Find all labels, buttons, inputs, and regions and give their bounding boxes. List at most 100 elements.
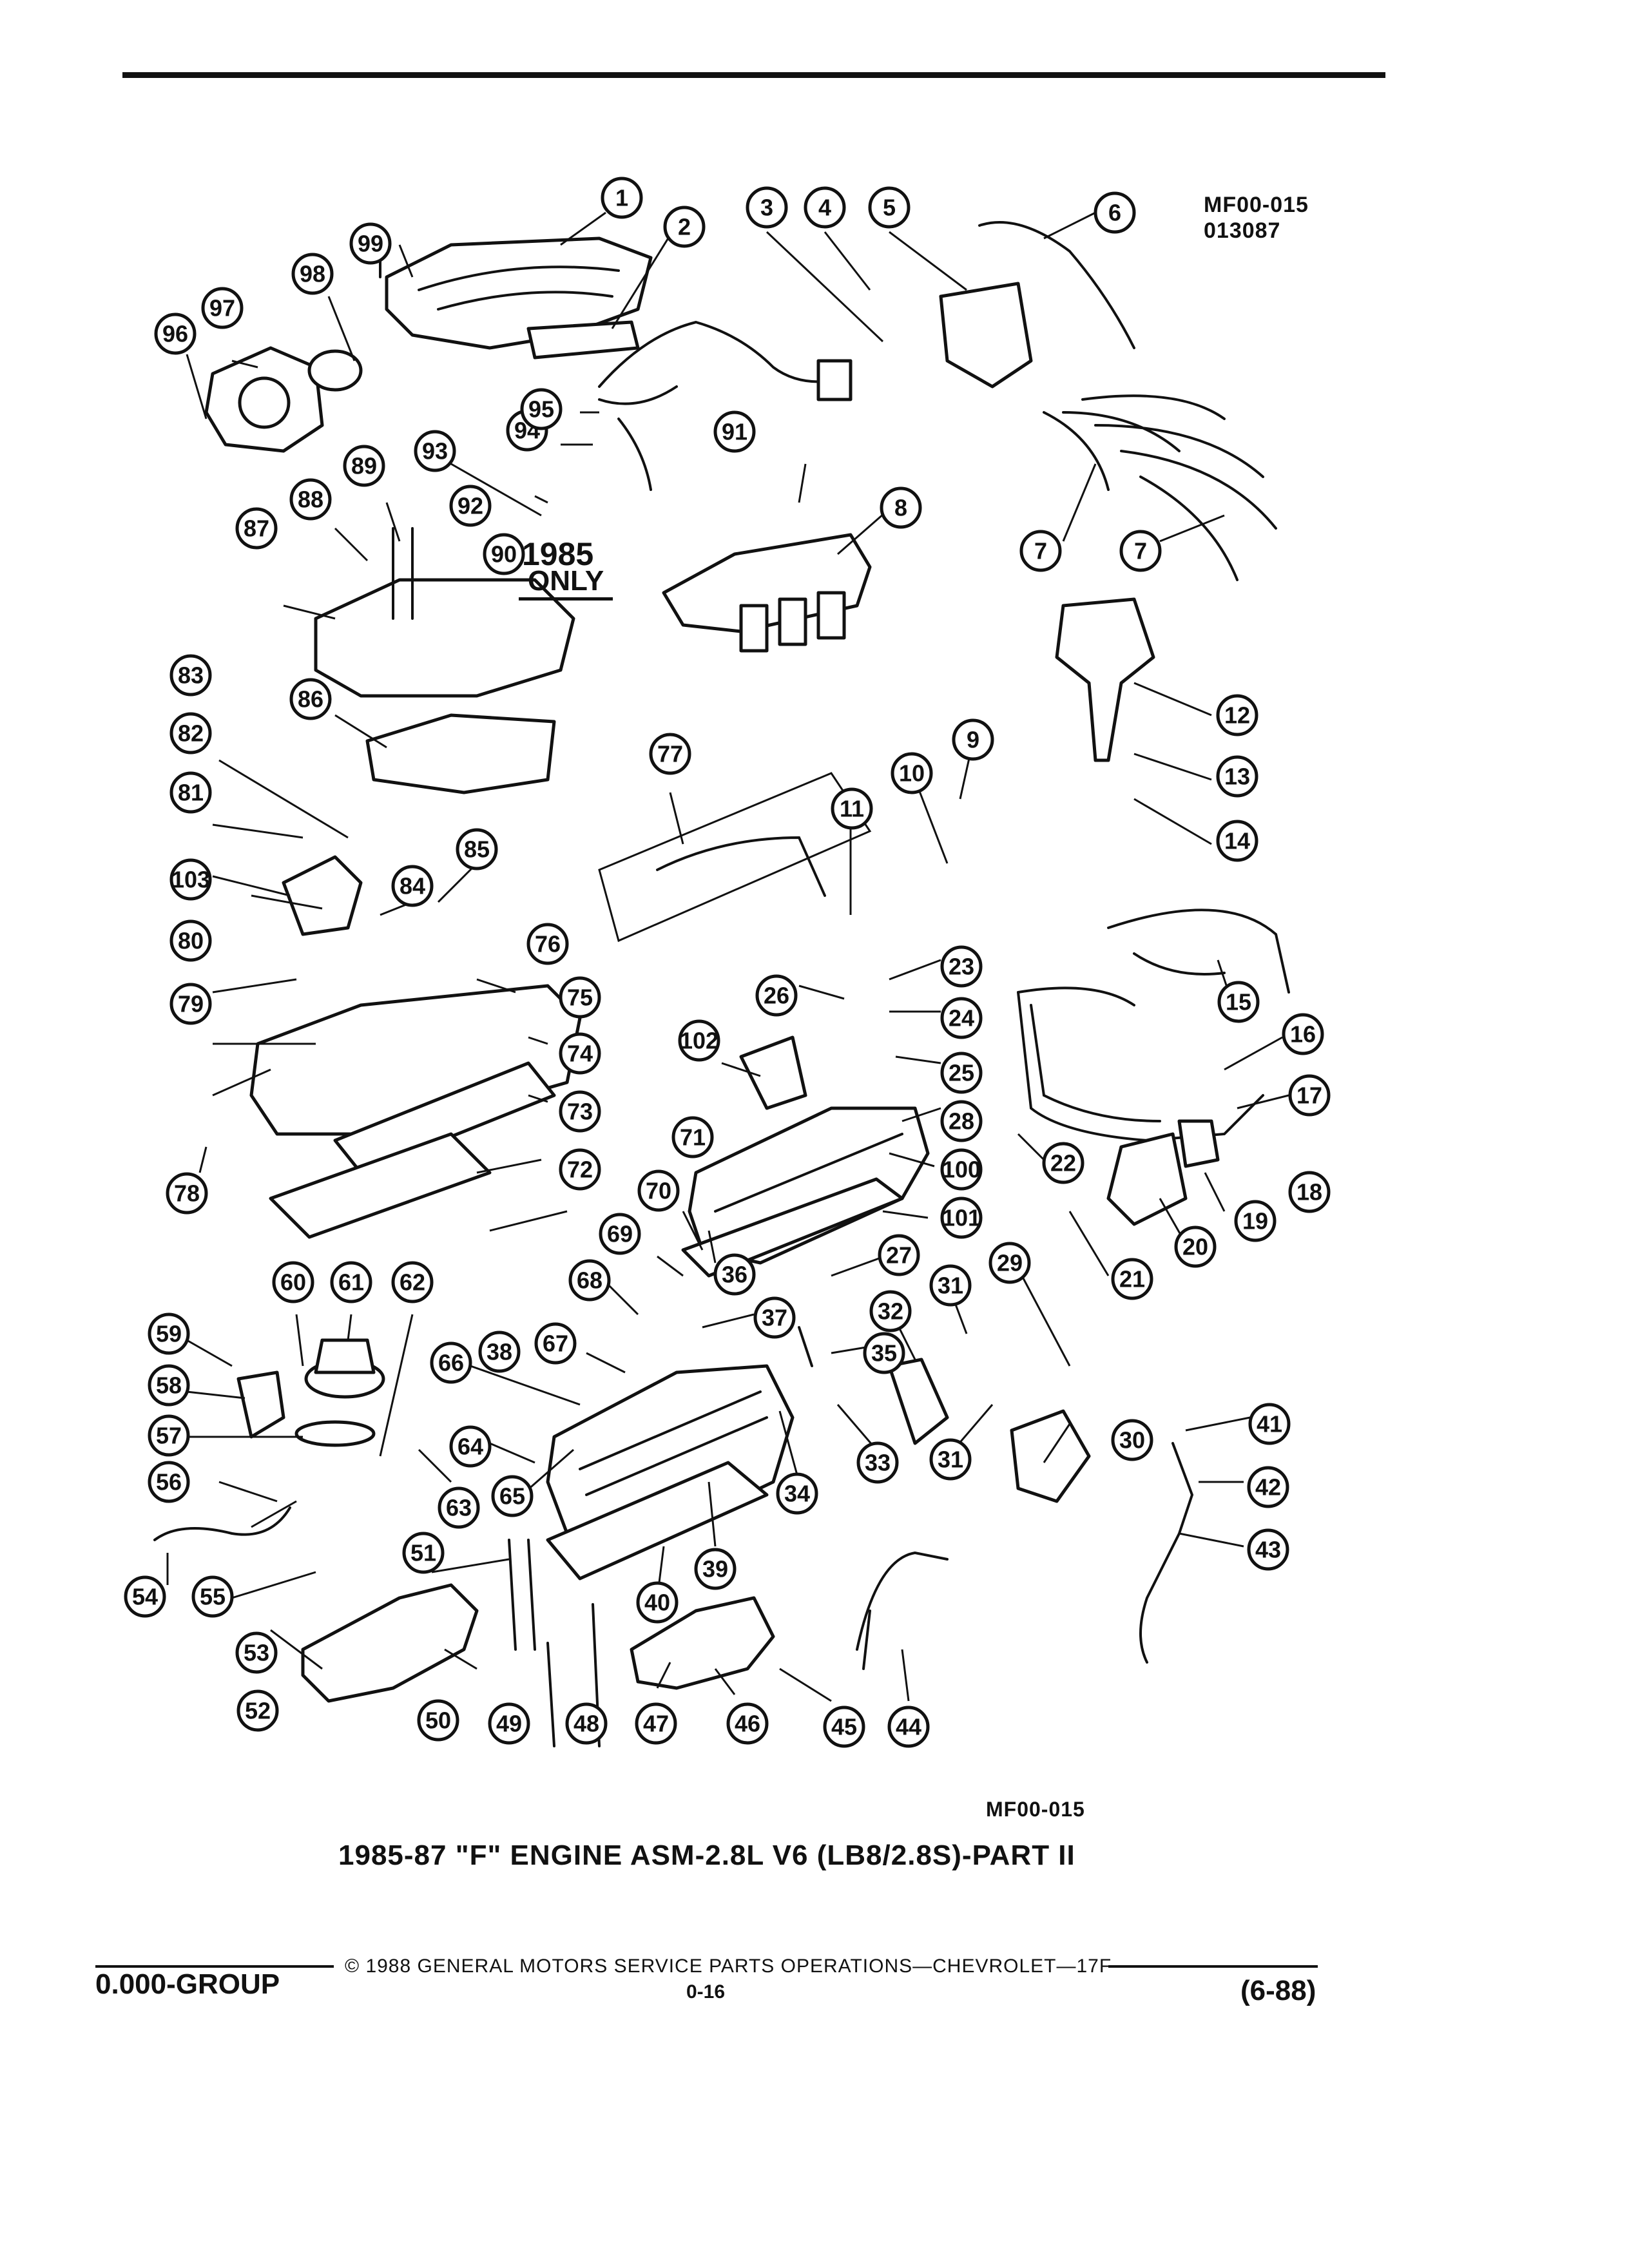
- callout-36: 36: [713, 1253, 756, 1296]
- callout-7a: 7: [1019, 530, 1062, 572]
- callout-32: 32: [869, 1290, 912, 1332]
- callout-31a: 31: [929, 1264, 972, 1307]
- svg-text:7: 7: [1134, 538, 1147, 564]
- revision-date: (6-88): [1240, 1975, 1316, 2006]
- callout-55: 55: [191, 1575, 234, 1618]
- callout-21: 21: [1111, 1258, 1153, 1300]
- svg-text:44: 44: [896, 1714, 921, 1740]
- plenum-gasket-shape: [526, 320, 640, 360]
- callout-24: 24: [940, 997, 983, 1039]
- callout-78: 78: [166, 1172, 208, 1215]
- callout-15: 15: [1217, 981, 1260, 1023]
- svg-text:55: 55: [200, 1584, 226, 1610]
- svg-text:56: 56: [156, 1469, 182, 1495]
- callout-26: 26: [755, 974, 798, 1017]
- svg-text:64: 64: [458, 1434, 483, 1460]
- callout-95: 95: [520, 388, 563, 430]
- callout-23: 23: [940, 945, 983, 988]
- svg-text:22: 22: [1050, 1150, 1076, 1177]
- callout-42a: 42: [1247, 1466, 1289, 1508]
- callout-77: 77: [649, 733, 691, 775]
- svg-text:20: 20: [1182, 1234, 1208, 1260]
- svg-text:2: 2: [678, 214, 691, 240]
- callout-9: 9: [952, 718, 994, 761]
- svg-text:99: 99: [358, 231, 383, 257]
- svg-text:12: 12: [1224, 702, 1250, 729]
- svg-text:26: 26: [764, 983, 789, 1009]
- svg-text:77: 77: [657, 741, 683, 767]
- svg-text:58: 58: [156, 1372, 182, 1399]
- svg-text:66: 66: [438, 1350, 464, 1376]
- callout-4: 4: [804, 186, 846, 229]
- svg-text:84: 84: [400, 873, 425, 899]
- svg-text:32: 32: [878, 1298, 903, 1325]
- svg-text:15: 15: [1226, 989, 1251, 1015]
- figure-code: MF00-015: [986, 1798, 1085, 1821]
- head-gasket-shape: [546, 1461, 769, 1581]
- exhaust-manifold-shape: [301, 1583, 479, 1703]
- distributor-shape: [1055, 597, 1155, 762]
- svg-text:45: 45: [831, 1714, 857, 1740]
- callout-34: 34: [776, 1472, 818, 1515]
- top-rule: [122, 72, 1385, 78]
- svg-text:4: 4: [818, 195, 831, 221]
- callout-49: 49: [488, 1702, 530, 1745]
- svg-text:57: 57: [156, 1423, 182, 1449]
- svg-text:21: 21: [1119, 1266, 1145, 1293]
- callout-60: 60: [272, 1261, 314, 1303]
- thermostat-housing-shape: [282, 855, 363, 936]
- svg-text:7: 7: [1034, 538, 1047, 564]
- svg-text:19: 19: [1242, 1208, 1268, 1235]
- dipstick-tube-shape: [1139, 1442, 1194, 1664]
- callout-84: 84: [391, 865, 434, 907]
- svg-text:25: 25: [949, 1060, 974, 1086]
- footer-rule-right: [1108, 1965, 1318, 1968]
- svg-text:27: 27: [886, 1242, 912, 1269]
- callout-51: 51: [402, 1532, 445, 1574]
- callout-40: 40: [636, 1581, 679, 1624]
- callout-6: 6: [1094, 191, 1136, 234]
- callout-19: 19: [1234, 1200, 1277, 1242]
- svg-text:88: 88: [298, 486, 323, 513]
- callout-68: 68: [568, 1259, 611, 1302]
- page-number: 0-16: [686, 1981, 726, 2003]
- callout-69: 69: [599, 1213, 641, 1255]
- fuel-lines-shape: [1017, 908, 1290, 1142]
- callout-87: 87: [235, 507, 278, 550]
- callout-37: 37: [753, 1296, 796, 1339]
- intake-spacer-shape: [314, 578, 575, 698]
- callout-71: 71: [671, 1116, 714, 1158]
- note-year: 1985: [522, 536, 594, 572]
- svg-text:71: 71: [680, 1124, 706, 1151]
- callout-66: 66: [430, 1341, 472, 1384]
- callout-1: 1: [601, 177, 643, 219]
- egr-pipe-shape: [153, 1506, 291, 1541]
- callout-67: 67: [534, 1322, 577, 1365]
- svg-text:24: 24: [949, 1005, 974, 1032]
- leader-lines: [166, 211, 1289, 1702]
- svg-text:79: 79: [178, 991, 204, 1017]
- svg-text:40: 40: [644, 1590, 670, 1616]
- svg-text:63: 63: [446, 1495, 472, 1521]
- callout-2: 2: [663, 206, 706, 248]
- callout-14: 14: [1216, 820, 1258, 862]
- callout-47: 47: [635, 1702, 677, 1745]
- svg-text:31: 31: [938, 1273, 963, 1299]
- svg-text:75: 75: [567, 985, 593, 1011]
- figure-ref-date: 013087: [1204, 218, 1281, 243]
- callout-8: 8: [880, 486, 922, 529]
- callout-79: 79: [169, 983, 212, 1025]
- callout-53: 53: [235, 1631, 278, 1674]
- callout-28: 28: [940, 1100, 983, 1142]
- svg-text:14: 14: [1224, 828, 1250, 854]
- callout-92: 92: [449, 485, 492, 527]
- callout-73: 73: [559, 1090, 601, 1133]
- callout-61: 61: [330, 1261, 372, 1303]
- callout-20: 20: [1174, 1225, 1217, 1268]
- svg-text:69: 69: [607, 1221, 633, 1247]
- svg-text:51: 51: [410, 1540, 436, 1566]
- svg-text:36: 36: [722, 1262, 747, 1288]
- svg-text:42: 42: [1255, 1474, 1281, 1501]
- callout-41: 41: [1248, 1403, 1291, 1445]
